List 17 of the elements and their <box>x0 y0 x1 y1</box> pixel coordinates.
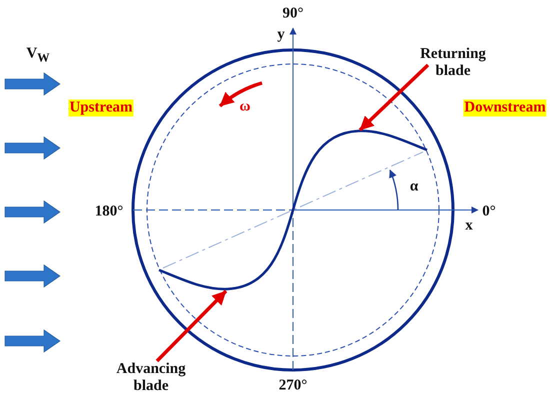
region-label: Downstream <box>463 100 547 116</box>
region-label: Upstream <box>68 100 134 116</box>
angle-label: 180° <box>94 204 124 220</box>
callout-label: Returning blade <box>408 46 498 80</box>
returning-blade <box>292 130 428 210</box>
angle-symbol: α <box>410 178 418 196</box>
angle-label: 0° <box>482 204 496 220</box>
axis-label: y <box>277 26 285 44</box>
leader-arrow <box>156 290 228 362</box>
callout-label: Advancing blade <box>106 361 196 395</box>
angle-label: 90° <box>282 6 304 22</box>
axis-label: x <box>465 218 473 234</box>
angle-label: 270° <box>278 378 308 394</box>
advancing-blade <box>158 210 294 290</box>
angular-velocity-label: ω <box>240 98 250 116</box>
leader-arrow <box>358 64 430 132</box>
wind-speed-label: V$_{W}$ <box>26 46 50 66</box>
